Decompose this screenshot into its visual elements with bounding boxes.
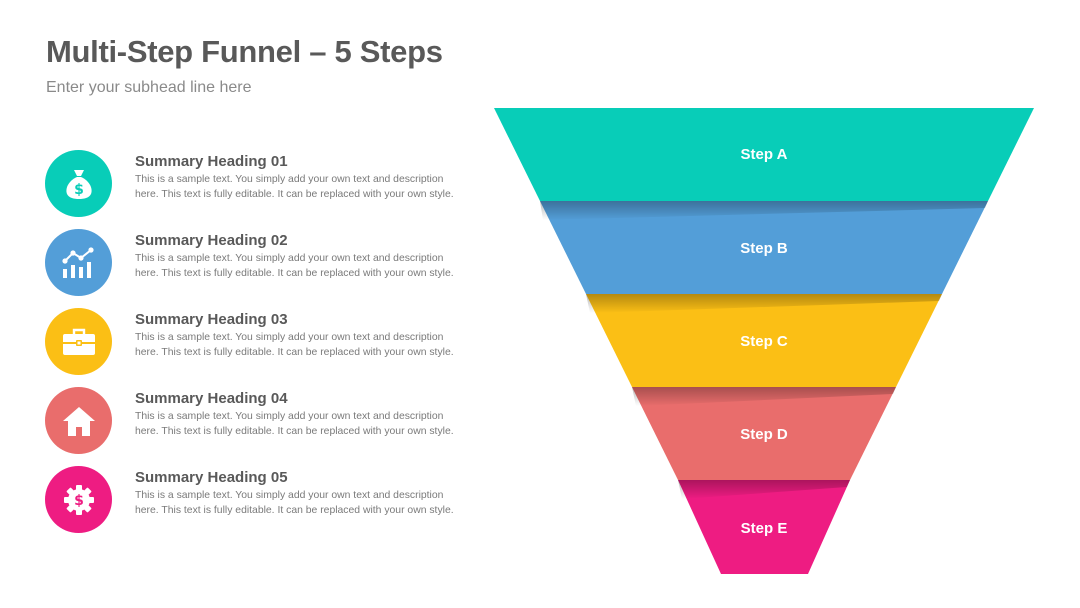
funnel-step-c-shade xyxy=(586,294,942,313)
summary-item-3: Summary Heading 03 This is a sample text… xyxy=(45,308,465,376)
funnel-step-b-band xyxy=(540,201,988,294)
funnel-step-c: Step C xyxy=(586,294,942,387)
gear-dollar-icon: $ xyxy=(63,484,94,515)
summary-item-5: $ Summary Heading 05 This is a sample te… xyxy=(45,466,465,534)
svg-text:$: $ xyxy=(74,493,84,509)
funnel-step-d-shade xyxy=(632,387,896,406)
summary-circle-5: $ xyxy=(45,466,112,533)
summary-heading-4: Summary Heading 04 xyxy=(135,390,288,407)
chart-icon xyxy=(61,246,94,278)
funnel-step-d-label: Step D xyxy=(740,426,788,443)
funnel-step-e-band xyxy=(678,480,850,574)
summary-text-3: This is a sample text. You simply add yo… xyxy=(135,332,454,358)
funnel-step-b: Step B xyxy=(540,201,988,294)
funnel-step-b-label: Step B xyxy=(740,240,788,257)
summary-item-4: Summary Heading 04 This is a sample text… xyxy=(45,387,465,455)
home-icon xyxy=(62,406,95,436)
summary-circle-1: $ xyxy=(45,150,112,217)
funnel-step-c-band xyxy=(586,294,942,387)
funnel-step-a: Step A xyxy=(494,108,1034,201)
funnel-step-d-band xyxy=(632,387,896,480)
funnel-step-d: Step D xyxy=(632,387,896,480)
summary-circle-3 xyxy=(45,308,112,375)
summary-item-2: Summary Heading 02 This is a sample text… xyxy=(45,229,465,297)
page-subtitle: Enter your subhead line here xyxy=(46,79,252,96)
summary-item-1: $ Summary Heading 01 This is a sample te… xyxy=(45,150,465,218)
summary-text-4: This is a sample text. You simply add yo… xyxy=(135,411,454,437)
summary-heading-5: Summary Heading 05 xyxy=(135,469,288,486)
briefcase-icon xyxy=(62,328,95,355)
summary-text-5: This is a sample text. You simply add yo… xyxy=(135,490,454,516)
summary-heading-2: Summary Heading 02 xyxy=(135,232,288,249)
funnel-step-e: Step E xyxy=(678,480,850,574)
funnel-step-a-label: Step A xyxy=(741,146,788,163)
money-bag-icon: $ xyxy=(65,169,92,199)
funnel-step-a-band xyxy=(494,108,1034,201)
svg-text:$: $ xyxy=(74,182,84,198)
summary-heading-3: Summary Heading 03 xyxy=(135,311,288,328)
page-title: Multi-Step Funnel – 5 Steps xyxy=(46,34,443,69)
funnel-step-e-label: Step E xyxy=(741,520,788,537)
funnel-step-b-shade xyxy=(540,201,988,220)
summary-heading-1: Summary Heading 01 xyxy=(135,153,288,170)
summary-text-1: This is a sample text. You simply add yo… xyxy=(135,174,454,200)
funnel-step-c-label: Step C xyxy=(740,333,788,350)
summary-text-2: This is a sample text. You simply add yo… xyxy=(135,253,454,279)
funnel-step-e-shade xyxy=(678,480,850,499)
summary-circle-2 xyxy=(45,229,112,296)
summary-circle-4 xyxy=(45,387,112,454)
